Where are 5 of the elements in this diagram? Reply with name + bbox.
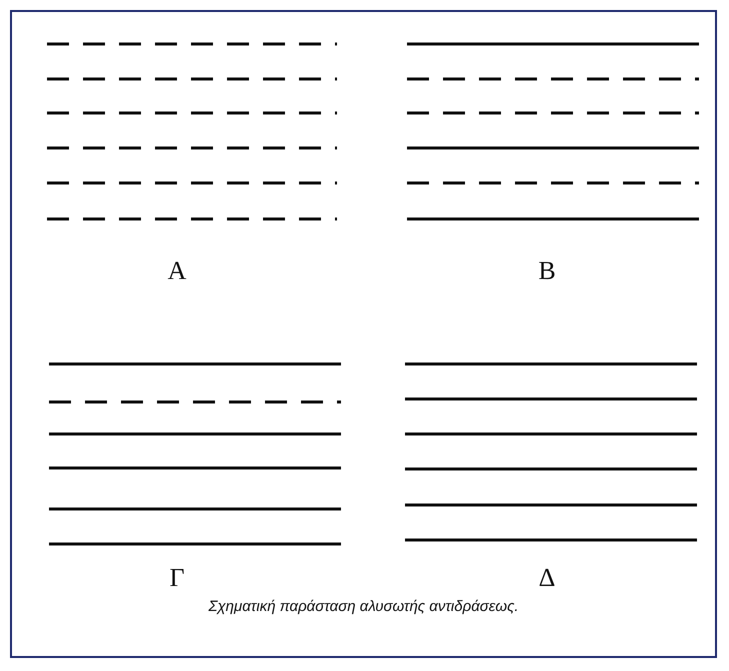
panel-label: A — [166, 258, 188, 284]
panel-label: B — [537, 258, 557, 284]
panel-label: Δ — [538, 565, 556, 591]
caption: Σχηματική παράσταση αλυσωτής αντιδράσεως. — [207, 598, 520, 615]
panel-label: Γ — [168, 565, 186, 591]
